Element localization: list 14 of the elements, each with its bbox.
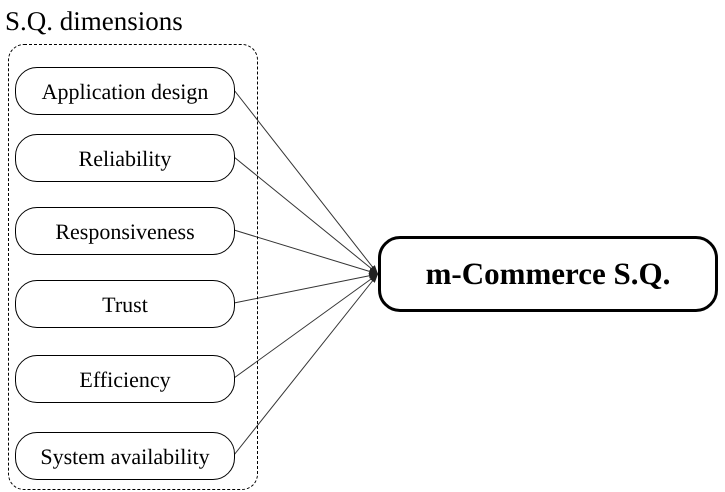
dimension-box: System availability bbox=[15, 432, 235, 480]
arrow bbox=[234, 230, 378, 274]
arrow bbox=[234, 272, 378, 304]
dimension-box: Efficiency bbox=[15, 355, 235, 403]
arrow bbox=[234, 90, 378, 274]
outcome-box: m-Commerce S.Q. bbox=[378, 236, 718, 312]
group-heading: S.Q. dimensions bbox=[5, 5, 183, 38]
arrow bbox=[234, 274, 378, 456]
dimension-box: Responsiveness bbox=[15, 207, 235, 255]
dimension-box: Application design bbox=[15, 67, 235, 115]
dimension-box: Reliability bbox=[15, 134, 235, 182]
arrow bbox=[234, 274, 378, 378]
arrow bbox=[234, 156, 378, 274]
dimension-box: Trust bbox=[15, 280, 235, 328]
